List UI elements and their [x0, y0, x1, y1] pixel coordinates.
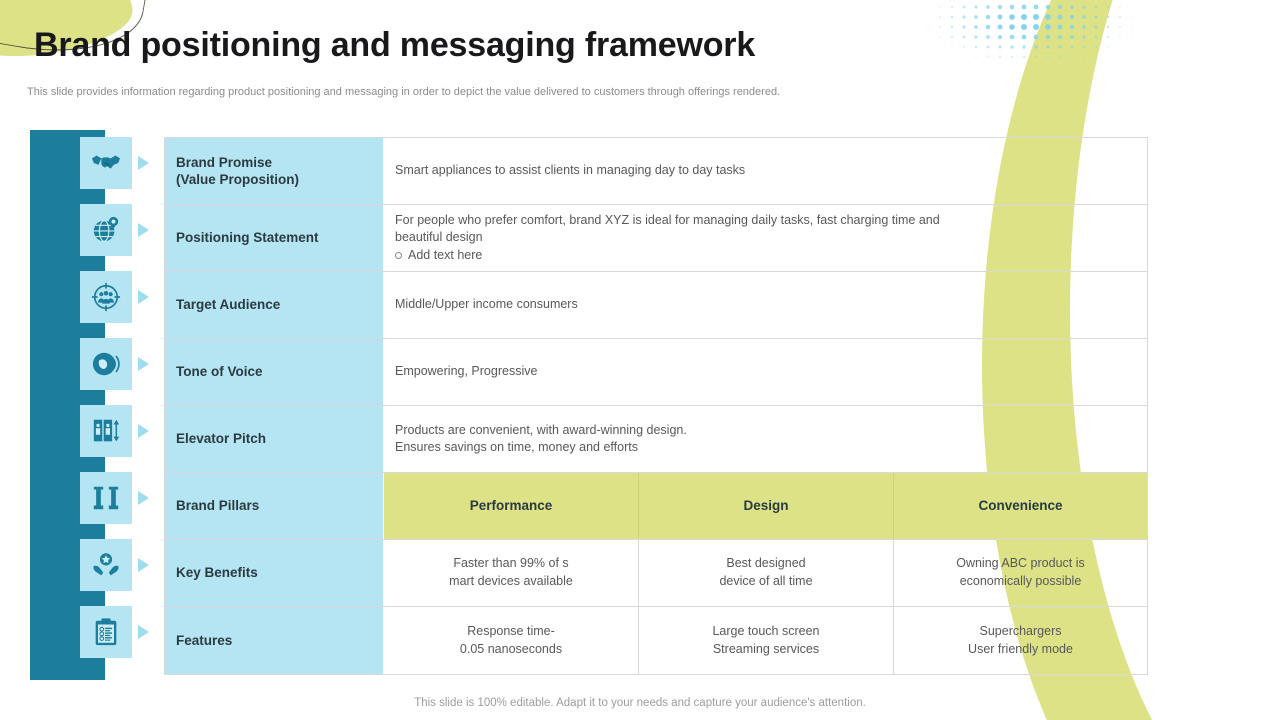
feature-performance[interactable]: Response time- 0.05 nanoseconds — [384, 607, 639, 674]
row-value-tone-of-voice[interactable]: Empowering, Progressive — [384, 339, 1147, 405]
value-bullet-item: Add text here — [395, 247, 1137, 264]
feature-line: Response time- — [467, 623, 555, 638]
row-value-elevator-pitch[interactable]: Products are convenient, with award-winn… — [384, 406, 1147, 472]
benefit-convenience[interactable]: Owning ABC product is economically possi… — [894, 540, 1147, 606]
elevator-icon — [93, 419, 120, 442]
pillar-convenience: Convenience — [894, 473, 1147, 539]
icon-cell-features[interactable] — [80, 606, 132, 658]
benefit-line: device of all time — [719, 574, 813, 588]
value-line: Products are convenient, with award-winn… — [395, 422, 687, 437]
bullet-text: Add text here — [408, 247, 483, 262]
value-line: Ensures savings on time, money and effor… — [395, 440, 638, 454]
benefit-performance[interactable]: Faster than 99% of s mart devices availa… — [384, 540, 639, 606]
feature-line: User friendly mode — [968, 641, 1073, 656]
table-row: Tone of Voice Empowering, Progressive — [165, 339, 1147, 406]
value-line: Smart appliances to assist clients in ma… — [395, 163, 746, 178]
icon-cell-positioning-statement[interactable] — [80, 204, 132, 256]
arrow-tone-of-voice — [138, 357, 149, 371]
bullet-circle-icon — [395, 251, 402, 259]
handshake-icon — [91, 155, 121, 169]
row-label-brand-pillars: Brand Pillars — [165, 473, 384, 539]
target-audience-icon — [91, 282, 121, 312]
table-row-brand-pillars: Brand Pillars Performance Design Conveni… — [165, 473, 1147, 540]
icon-column — [80, 137, 149, 682]
table-row-features: Features Response time- 0.05 nanoseconds… — [165, 607, 1147, 674]
arrow-features — [138, 625, 149, 639]
arrow-elevator-pitch — [138, 424, 149, 438]
table-row: Brand Promise (Value Proposition) Smart … — [165, 138, 1147, 205]
feature-line: Streaming services — [712, 641, 820, 656]
benefit-design[interactable]: Best designed device of all time — [639, 540, 894, 606]
icon-cell-brand-pillars[interactable] — [80, 472, 132, 524]
table-row: Target Audience Middle/Upper income cons… — [165, 272, 1147, 339]
icon-cell-elevator-pitch[interactable] — [80, 405, 132, 457]
pillars-icon — [93, 486, 119, 510]
table-row: Positioning Statement For people who pre… — [165, 205, 1147, 272]
globe-pin-icon — [93, 216, 119, 242]
benefit-line: mart devices available — [449, 574, 573, 588]
benefit-line: Best designed — [726, 556, 806, 571]
row-label-line: Brand Promise — [176, 154, 273, 170]
value-line: For people who prefer comfort, brand XYZ… — [395, 213, 940, 228]
pillar-performance: Performance — [384, 473, 639, 539]
hands-star-icon — [93, 553, 119, 576]
row-value-brand-promise[interactable]: Smart appliances to assist clients in ma… — [384, 138, 1147, 204]
value-line: beautiful design — [395, 230, 483, 245]
arrow-target-audience — [138, 290, 149, 304]
arrow-positioning-statement — [138, 223, 149, 237]
feature-line: 0.05 nanoseconds — [459, 641, 563, 656]
icon-cell-key-benefits[interactable] — [80, 539, 132, 591]
feature-design[interactable]: Large touch screen Streaming services — [639, 607, 894, 674]
row-label-positioning-statement: Positioning Statement — [165, 205, 384, 271]
framework-table: Brand Promise (Value Proposition) Smart … — [164, 137, 1148, 675]
feature-convenience[interactable]: Superchargers User friendly mode — [894, 607, 1147, 674]
row-label-target-audience: Target Audience — [165, 272, 384, 338]
arrow-key-benefits — [138, 558, 149, 572]
footer-note: This slide is 100% editable. Adapt it to… — [414, 697, 866, 709]
megaphone-voice-icon — [92, 352, 120, 376]
value-line: Empowering, Progressive — [395, 364, 538, 379]
icon-cell-target-audience[interactable] — [80, 271, 132, 323]
feature-line: Large touch screen — [712, 623, 820, 638]
icon-cell-tone-of-voice[interactable] — [80, 338, 132, 390]
table-row: Elevator Pitch Products are convenient, … — [165, 406, 1147, 473]
table-row-key-benefits: Key Benefits Faster than 99% of s mart d… — [165, 540, 1147, 607]
clipboard-checklist-icon — [95, 618, 117, 646]
row-value-target-audience[interactable]: Middle/Upper income consumers — [384, 272, 1147, 338]
page-subtitle: This slide provides information regardin… — [27, 86, 781, 98]
row-label-brand-promise: Brand Promise (Value Proposition) — [165, 138, 384, 204]
row-value-positioning-statement[interactable]: For people who prefer comfort, brand XYZ… — [384, 205, 1147, 271]
arrow-brand-pillars — [138, 491, 149, 505]
row-label-features: Features — [165, 607, 384, 674]
row-label-key-benefits: Key Benefits — [165, 540, 384, 606]
benefit-line: Faster than 99% of s — [453, 556, 569, 571]
value-line: Middle/Upper income consumers — [395, 297, 578, 312]
benefit-line: economically possible — [959, 574, 1082, 588]
benefit-line: Owning ABC product is — [956, 556, 1085, 571]
arrow-brand-promise — [138, 156, 149, 170]
icon-cell-brand-promise[interactable] — [80, 137, 132, 189]
pillar-design: Design — [639, 473, 894, 539]
row-label-elevator-pitch: Elevator Pitch — [165, 406, 384, 472]
row-label-line: (Value Proposition) — [176, 172, 300, 187]
page-title: Brand positioning and messaging framewor… — [34, 26, 756, 64]
row-label-tone-of-voice: Tone of Voice — [165, 339, 384, 405]
feature-line: Superchargers — [979, 623, 1062, 638]
